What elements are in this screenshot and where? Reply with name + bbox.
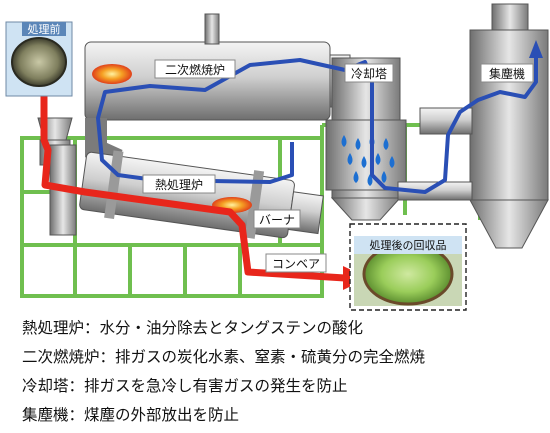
recovered-product-label: 処理後の回収品 bbox=[370, 238, 447, 252]
conveyor-label: コンベア bbox=[272, 257, 320, 271]
cooling-tower-label: 冷却塔 bbox=[351, 67, 387, 81]
burner-label: バーナ bbox=[259, 213, 295, 227]
flame-icon bbox=[92, 64, 132, 84]
before-treatment-photo: 処理前 bbox=[5, 21, 73, 97]
water-drop-icon bbox=[381, 171, 387, 183]
water-drop-icon bbox=[389, 156, 395, 168]
dust-collector-label: 集塵機 bbox=[489, 66, 525, 81]
water-drop-icon bbox=[375, 153, 381, 165]
caption-line-secondary-combustion-furnace: 二次燃焼炉：排ガスの炭化水素、窒素・硫黄分の完全燃焼 bbox=[22, 348, 426, 366]
caption-line-cooling-tower: 冷却塔：排ガスを急冷し有害ガスの発生を防止 bbox=[22, 377, 348, 395]
gas-flow bbox=[96, 55, 538, 194]
water-drop-icon bbox=[341, 135, 347, 147]
caption-line-heat-treatment-furnace: 熱処理炉：水分・油分除去とタングステンの酸化 bbox=[22, 319, 364, 337]
caption-line-dust-collector: 集塵機：煤塵の外部放出を防止 bbox=[22, 406, 240, 424]
before-treatment-label: 処理前 bbox=[28, 22, 61, 36]
water-drop-icon bbox=[383, 138, 389, 150]
recovered-product-photo: 処理後の回収品 bbox=[349, 223, 467, 311]
water-drop-icon bbox=[353, 171, 359, 183]
secondary-combustion-furnace-label: 二次燃焼炉 bbox=[165, 62, 225, 77]
material-flow bbox=[40, 65, 346, 282]
heat-treatment-furnace-label: 熱処理炉 bbox=[155, 178, 203, 192]
water-drop-icon bbox=[347, 153, 353, 165]
caption: 熱処理炉：水分・油分除去とタングステンの酸化 二次燃焼炉：排ガスの炭化水素、窒素… bbox=[22, 314, 542, 430]
water-drop-icon bbox=[361, 156, 367, 168]
process-flow-diagram: 処理前 二次燃焼炉 冷却塔 集塵機 熱処理炉 バーナ コンベア 処理後の回収品 bbox=[5, 3, 549, 311]
water-drop-icon bbox=[355, 138, 361, 150]
arrow-icon bbox=[529, 40, 543, 58]
dust-collector bbox=[469, 3, 549, 249]
